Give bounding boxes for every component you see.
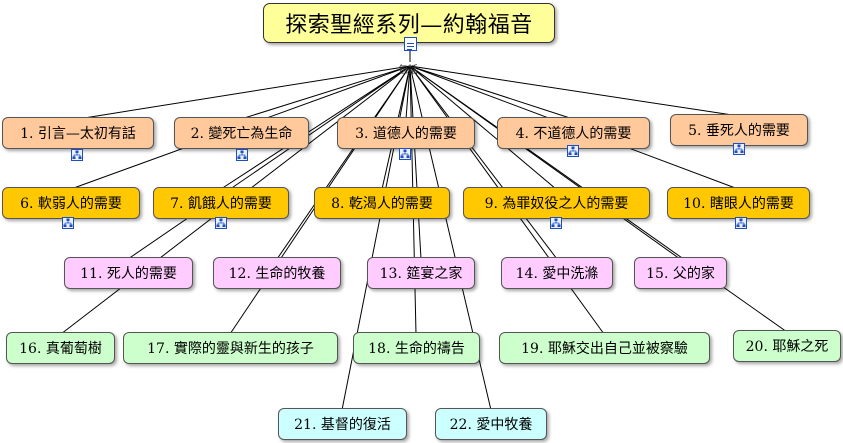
node-10-label: 10. 瞎眼人的需要 [683,196,794,212]
node-5[interactable]: 5. 垂死人的需要 [670,114,808,146]
document-icon[interactable] [404,37,417,51]
node-11-label: 11. 死人的需要 [80,266,177,282]
node-15[interactable]: 15. 父的家 [634,257,727,289]
node-5-label: 5. 垂死人的需要 [688,123,790,139]
connector-label: 包括 [398,65,418,76]
submap-icon[interactable] [399,148,411,160]
connector-line [409,65,422,260]
submap-icon[interactable] [567,145,579,157]
node-22[interactable]: 22. 愛中牧養 [435,408,547,440]
connector-line [77,65,411,120]
node-2[interactable]: 2. 變死亡為生命 [174,117,309,149]
node-17[interactable]: 17. 實際的靈與新生的孩子 [123,332,338,364]
node-9[interactable]: 9. 為罪奴役之人的需要 [463,187,650,219]
node-11[interactable]: 11. 死人的需要 [64,257,193,289]
root-node[interactable]: 探索聖經系列—約翰福音 [263,3,555,43]
node-18-label: 18. 生命的禱告 [368,341,465,357]
node-16[interactable]: 16. 真葡萄樹 [6,332,115,364]
node-10[interactable]: 10. 瞎眼人的需要 [667,187,810,219]
node-18[interactable]: 18. 生命的禱告 [353,332,480,364]
node-14[interactable]: 14. 愛中洗滌 [501,257,613,289]
node-15-label: 15. 父的家 [646,266,715,282]
node-21-label: 21. 基督的復活 [294,417,391,433]
node-14-label: 14. 愛中洗滌 [515,266,599,282]
connector-line [127,65,411,260]
node-19[interactable]: 19. 耶穌交出自己並被察驗 [499,332,710,364]
connector-line [409,65,557,190]
node-13[interactable]: 13. 筵宴之家 [367,257,475,289]
node-22-label: 22. 愛中牧養 [449,417,533,433]
node-6[interactable]: 6. 軟弱人的需要 [2,187,140,219]
node-19-label: 19. 耶穌交出自己並被察驗 [521,341,688,357]
node-4-label: 4. 不道德人的需要 [515,126,632,142]
node-21[interactable]: 21. 基督的復活 [278,408,407,440]
node-7-label: 7. 飢餓人的需要 [170,196,272,212]
submap-icon[interactable] [735,217,747,229]
submap-icon[interactable] [550,217,562,229]
connector-line [409,65,574,120]
node-13-label: 13. 筵宴之家 [379,266,463,282]
connector-line [240,65,411,120]
submap-icon[interactable] [236,149,248,161]
node-8-label: 8. 乾渴人的需要 [331,196,433,212]
submap-icon[interactable] [71,149,83,161]
submap-icon[interactable] [733,143,745,155]
submap-icon[interactable] [215,217,227,229]
connector-line [405,65,411,120]
connector-line [220,65,411,190]
node-12[interactable]: 12. 生命的牧養 [213,257,341,289]
connector-line [409,65,558,260]
root-title: 探索聖經系列—約翰福音 [285,13,533,38]
node-1[interactable]: 1. 引言—太初有話 [2,117,154,149]
node-17-label: 17. 實際的靈與新生的孩子 [147,341,314,357]
node-20[interactable]: 20. 耶穌之死 [733,330,841,362]
node-2-label: 2. 變死亡為生命 [190,126,293,142]
node-8[interactable]: 8. 乾渴人的需要 [314,187,450,219]
node-4[interactable]: 4. 不道德人的需要 [497,117,650,149]
node-6-label: 6. 軟弱人的需要 [20,196,122,212]
node-16-label: 16. 真葡萄樹 [19,341,102,357]
node-3-label: 3. 道德人的需要 [355,126,457,142]
connector-line [409,65,740,117]
node-12-label: 12. 生命的牧養 [228,266,326,282]
node-1-label: 1. 引言—太初有話 [20,126,136,142]
node-7[interactable]: 7. 飢餓人的需要 [153,187,289,219]
submap-icon[interactable] [62,217,74,229]
node-9-label: 9. 為罪奴役之人的需要 [484,196,629,212]
node-20-label: 20. 耶穌之死 [745,339,829,355]
node-3[interactable]: 3. 道德人的需要 [337,117,475,149]
